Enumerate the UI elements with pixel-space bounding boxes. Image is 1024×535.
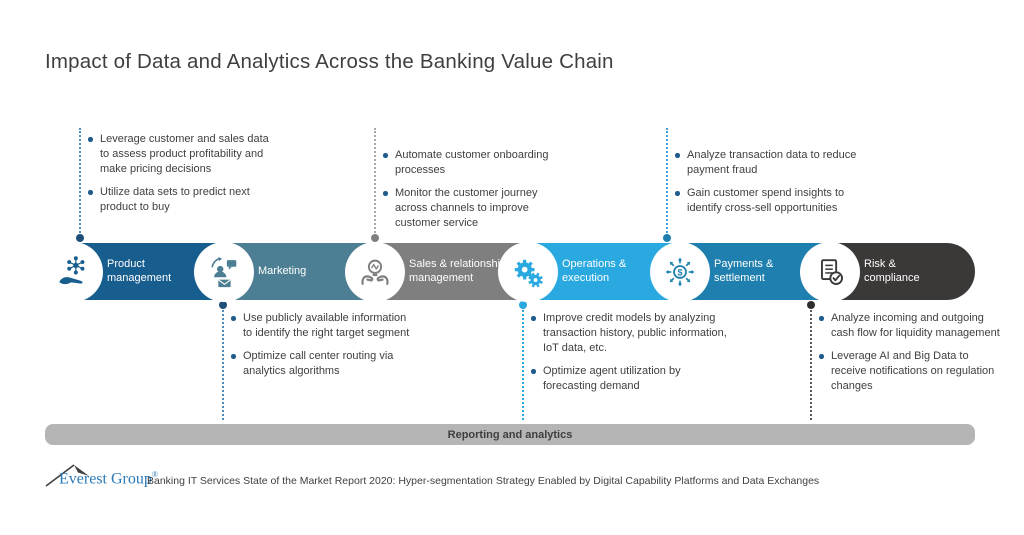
stage-icon-circle (197, 244, 251, 299)
callout-text: Analyze transaction data to reduce payme… (687, 149, 857, 176)
bullet-icon (819, 349, 831, 394)
source-citation: Banking IT Services State of the Market … (147, 475, 820, 487)
list-item: Leverage customer and sales data to asse… (88, 132, 273, 177)
connector-line (222, 303, 224, 420)
callout-text: Use publicly available information to id… (243, 312, 410, 339)
customer-engagement-icon (211, 256, 237, 287)
stage-label: Product management (107, 258, 172, 284)
bullet-icon (383, 148, 395, 178)
list-item: Utilize data sets to predict next produc… (88, 185, 273, 215)
logo-text: Everest Group (59, 470, 152, 488)
everest-group-logo: Everest Group® (44, 461, 158, 493)
bullet-icon (675, 148, 687, 178)
bullet-icon (88, 132, 100, 177)
stage-risk-compliance: Risk & compliance (802, 243, 975, 300)
page-title: Impact of Data and Analytics Across the … (45, 50, 614, 73)
stage-label: Marketing (258, 264, 307, 277)
reporting-bar-label: Reporting and analytics (447, 428, 573, 441)
connector-line (374, 128, 376, 240)
value-chain-band: Product management Mar (45, 243, 975, 300)
bullet-icon (231, 349, 243, 379)
callout-text: Leverage customer and sales data to asse… (100, 133, 269, 175)
list-item: Monitor the customer journey across chan… (383, 186, 568, 231)
list-item: Gain customer spend insights to identify… (675, 186, 865, 216)
list-item: Leverage AI and Big Data to receive noti… (819, 349, 1004, 394)
stage-label: Sales & relationship management (409, 258, 507, 284)
hands-lightbulb-icon (361, 259, 389, 285)
connector-dot (519, 301, 527, 309)
callout-text: Optimize agent utilization by forecastin… (543, 365, 681, 392)
gears-icon (514, 259, 543, 287)
stage-label: Operations & execution (562, 258, 627, 284)
stage-label: Payments & settlement (714, 258, 774, 284)
stage-icon-circle: $ (653, 244, 707, 299)
registered-mark: ® (151, 470, 158, 479)
callout-text: Monitor the customer journey across chan… (395, 187, 538, 229)
connector-dot (807, 301, 815, 309)
bullet-icon (383, 186, 395, 231)
bullet-icon (531, 364, 543, 394)
stage-icon-circle (803, 244, 857, 299)
connector-line (666, 128, 668, 240)
logo-wordmark: Everest Group® (59, 470, 158, 488)
list-item: Use publicly available information to id… (231, 311, 416, 341)
stage-icon-circle (501, 244, 555, 299)
callout-text: Improve credit models by analyzing trans… (543, 312, 727, 354)
bullet-icon (819, 311, 831, 341)
connector-dot (663, 234, 671, 242)
stage-icon-circle (46, 244, 100, 299)
callout-text: Analyze incoming and outgoing cash flow … (831, 312, 1000, 339)
callout-text: Optimize call center routing via analyti… (243, 350, 394, 377)
bullet-icon (531, 311, 543, 356)
callout-text: Gain customer spend insights to identify… (687, 187, 845, 214)
connector-line (79, 128, 81, 240)
list-item: Analyze transaction data to reduce payme… (675, 148, 865, 178)
svg-text:$: $ (677, 267, 682, 277)
document-check-icon (821, 258, 843, 285)
bullet-icon (675, 186, 687, 216)
dollar-network-icon: $ (665, 256, 695, 287)
connector-dot (219, 301, 227, 309)
list-item: Optimize call center routing via analyti… (231, 349, 416, 379)
bullet-icon (231, 311, 243, 341)
connector-line (522, 303, 524, 420)
stage-icon-circle (348, 244, 402, 299)
list-item: Automate customer onboarding processes (383, 148, 568, 178)
mountain-peak-icon (45, 464, 89, 487)
list-item: Analyze incoming and outgoing cash flow … (819, 311, 1004, 341)
connector-line (810, 303, 812, 420)
connector-dot (371, 234, 379, 242)
hand-molecule-icon (59, 255, 85, 284)
callout-text: Automate customer onboarding processes (395, 149, 549, 176)
connector-dot (76, 234, 84, 242)
stage-label: Risk & compliance (864, 258, 920, 284)
reporting-analytics-bar: Reporting and analytics (45, 424, 975, 445)
list-item: Optimize agent utilization by forecastin… (531, 364, 731, 394)
list-item: Improve credit models by analyzing trans… (531, 311, 731, 356)
bullet-icon (88, 185, 100, 215)
callout-text: Utilize data sets to predict next produc… (100, 186, 250, 213)
callout-text: Leverage AI and Big Data to receive noti… (831, 350, 995, 392)
